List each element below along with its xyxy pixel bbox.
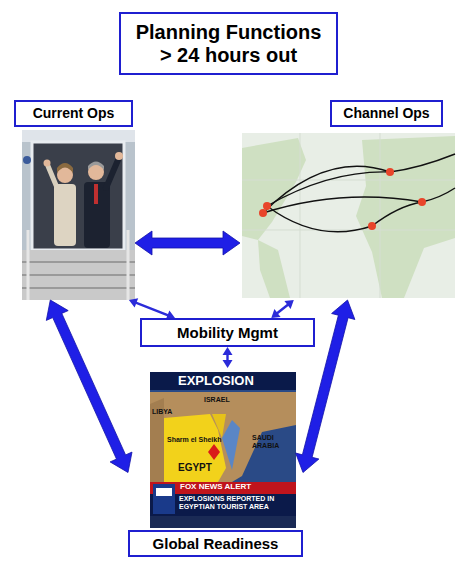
route-map <box>242 133 455 298</box>
airplane-photo-part <box>127 230 130 300</box>
news-screen <box>150 372 296 528</box>
route-map-part <box>263 166 390 213</box>
label-box: Global Readiness <box>128 530 303 557</box>
title-box: Planning Functions > 24 hours out <box>119 12 338 75</box>
picture-caption: SAUDI ARABIA <box>252 434 288 449</box>
node-label: Global Readiness <box>153 535 279 552</box>
airplane-photo-part <box>22 130 135 300</box>
node-label: Channel Ops <box>343 105 429 121</box>
route-map-part <box>263 154 455 232</box>
airplane-photo <box>22 130 135 300</box>
node-label: Planning Functions > 24 hours out <box>133 21 324 67</box>
news-screen-part <box>156 488 172 496</box>
map-panel: Channel Ops <box>240 100 455 300</box>
route-map-part <box>242 133 455 298</box>
route-map-part <box>418 198 426 206</box>
route-map-part <box>422 188 455 202</box>
double-arrow <box>135 231 240 255</box>
news-screen-part <box>222 420 240 470</box>
airplane-photo-part <box>32 142 124 250</box>
airplane-photo-part <box>57 163 73 173</box>
picture-caption: ISRAEL <box>204 396 230 404</box>
picture-caption: LIBYA <box>152 408 172 416</box>
news-screen-part <box>150 516 296 528</box>
route-map-part <box>242 138 306 240</box>
label-box: Channel Ops <box>330 100 443 127</box>
news-screen-part <box>150 372 296 528</box>
route-map-part <box>267 172 390 206</box>
photo-panel: Current Ops <box>14 100 135 300</box>
double-arrow <box>46 300 132 473</box>
news-screen-part <box>153 484 175 514</box>
airplane-photo-part <box>88 162 104 171</box>
news-screen-part <box>208 444 220 460</box>
route-map-part <box>259 209 267 217</box>
airplane-photo-part <box>32 142 124 250</box>
route-map-part <box>263 197 422 213</box>
airplane-photo-part <box>22 274 135 276</box>
news-screen-part <box>150 372 296 390</box>
airplane-photo-part <box>84 182 110 248</box>
airplane-photo-part <box>94 184 98 204</box>
node-label: Current Ops <box>33 105 115 121</box>
airplane-photo-part <box>106 160 118 188</box>
route-map-part <box>372 202 422 226</box>
route-map-part <box>258 240 290 298</box>
picture-caption: FOX NEWS ALERT <box>180 483 251 492</box>
news-screen-part <box>150 392 296 482</box>
airplane-photo-part <box>22 130 135 142</box>
route-map-part <box>267 206 372 232</box>
airplane-photo-part <box>115 152 123 160</box>
route-map-part <box>263 202 271 210</box>
airplane-photo-part <box>54 184 76 246</box>
news-screen-part <box>212 414 226 438</box>
news-screen-part <box>164 414 226 482</box>
route-map-part <box>259 168 426 230</box>
picture-caption: EGYPT <box>178 462 212 473</box>
airplane-photo-part <box>23 156 31 164</box>
process-box: Mobility Mgmt <box>140 318 315 347</box>
route-map-part <box>386 168 394 176</box>
airplane-photo-part <box>27 230 30 300</box>
picture-caption: Sharm el Sheikh <box>167 436 221 444</box>
airplane-photo-part <box>44 160 51 167</box>
airplane-photo-part <box>22 287 135 289</box>
route-map-part <box>368 222 376 230</box>
double-arrow <box>223 347 233 368</box>
double-arrow <box>271 300 294 318</box>
airplane-photo-part <box>22 250 135 300</box>
route-map-part <box>356 136 455 298</box>
route-map-part <box>242 133 455 298</box>
airplane-photo-part <box>22 261 135 263</box>
picture-caption: EXPLOSION <box>178 374 254 388</box>
label-box: Current Ops <box>14 100 133 127</box>
node-label: Mobility Mgmt <box>177 324 278 341</box>
route-map-part <box>390 154 455 172</box>
double-arrow <box>129 298 175 319</box>
picture-caption: EXPLOSIONS REPORTED IN EGYPTIAN TOURIST … <box>179 495 293 510</box>
